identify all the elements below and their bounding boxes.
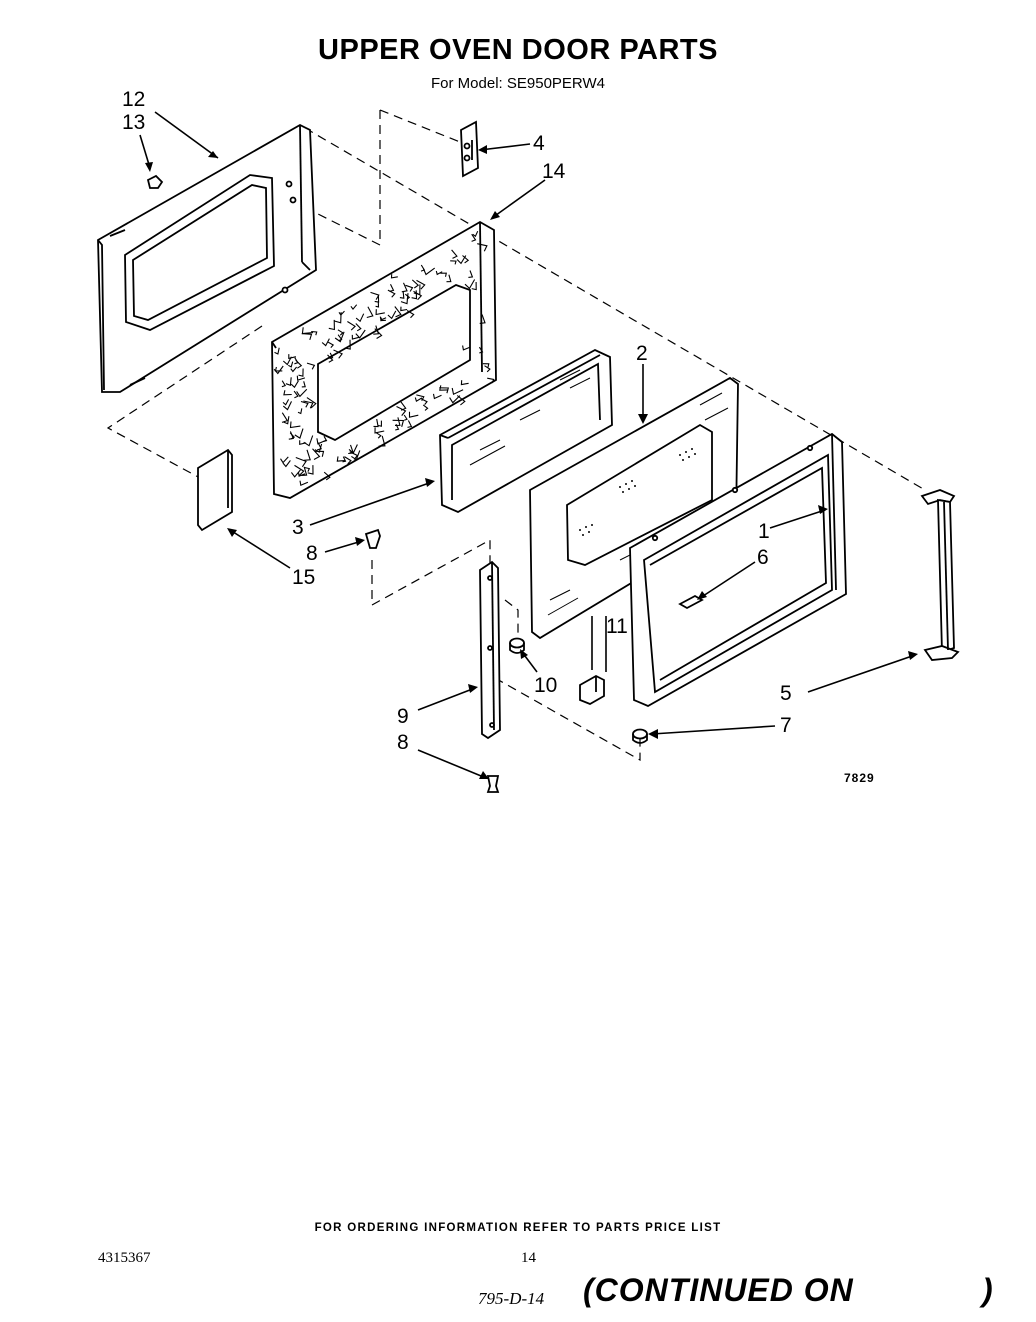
callout-11: 11 [606,615,628,638]
callout-5: 5 [780,682,792,705]
callout-13: 13 [122,111,145,134]
continued-on-note: (CONTINUED ON [583,1272,854,1308]
callout-4: 4 [533,132,545,155]
screw-lower-part [486,775,500,793]
callout-8-upper: 8 [306,542,318,565]
glass-dot-pattern [579,448,696,536]
callout-10: 10 [534,674,557,697]
callout-8-lower: 8 [397,731,409,754]
continued-close-paren: ) [982,1272,993,1308]
door-handle-part [920,489,960,661]
frame-bracket-part [678,594,704,610]
handwritten-reference: 795-D-14 [478,1289,545,1308]
glass-clip-part [579,674,605,705]
callout-2: 2 [636,342,648,365]
callout-15: 15 [292,566,315,589]
spacer-part [509,637,525,654]
callout-7: 7 [780,714,792,737]
clip-part [146,174,164,189]
leader-lines [139,111,918,779]
callout-3: 3 [292,516,304,539]
model-subtitle: For Model: SE950PERW4 [431,75,605,92]
screw-upper-part [364,528,381,549]
illustration-number: 7829 [844,771,875,785]
ordering-note: FOR ORDERING INFORMATION REFER TO PARTS … [314,1222,722,1234]
callout-9: 9 [397,705,409,728]
insulation-part [271,220,497,499]
callout-12: 12 [122,88,145,111]
inner-glass-part [439,348,613,514]
page-number: 14 [521,1250,536,1266]
channel-part [479,560,501,740]
insulation-texture [273,230,495,486]
document-number: 4315367 [98,1250,151,1266]
callout-6: 6 [757,546,769,569]
callout-1: 1 [758,520,770,543]
outer-door-frame-part [629,432,847,708]
side-bracket-part [197,448,233,532]
hinge-bracket-part [460,120,479,178]
inner-door-panel-part [97,123,317,393]
callout-14: 14 [542,160,566,183]
callout-labels: 12 13 4 14 2 1 6 3 8 15 11 10 5 9 8 7 78… [122,88,875,785]
page-title: UPPER OVEN DOOR PARTS [318,34,718,66]
bumper-part [632,728,648,744]
